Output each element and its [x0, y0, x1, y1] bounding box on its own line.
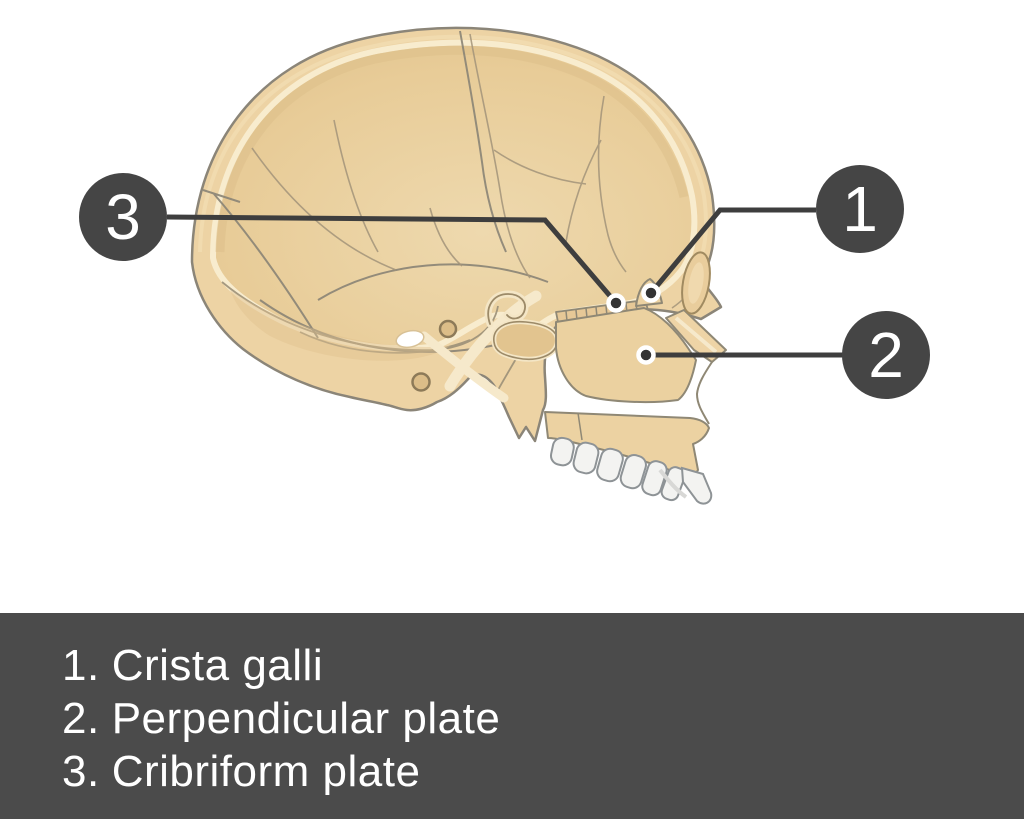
tooth-incisor [680, 466, 713, 505]
base-shading [230, 290, 450, 361]
sella-turcica-line [487, 293, 526, 325]
frontal-sinus-shape [681, 251, 711, 315]
outer-rim-highlight [198, 34, 708, 267]
legend-item-3: 3.Cribriform plate [62, 745, 1004, 798]
legend-item-2-label: Perpendicular plate [111, 694, 501, 743]
leader-lines [166, 207, 843, 358]
teeth-group [549, 436, 713, 505]
interior-shadow-band [215, 45, 689, 253]
teeth-shading [658, 468, 688, 499]
tooth [596, 447, 624, 483]
perpendicular-plate-shape [555, 307, 697, 404]
nasal-profile [695, 361, 713, 425]
legend-item-1-marker: 1. [62, 641, 100, 690]
tooth [572, 441, 600, 475]
foramen-lower [411, 372, 431, 392]
pointer-dot-2 [636, 345, 656, 365]
leader-line-3 [166, 214, 618, 305]
callout-1[interactable]: 1 [816, 165, 904, 253]
legend-item-1: 1.Crista galli [62, 639, 1004, 692]
callout-2[interactable]: 2 [842, 311, 930, 399]
legend-panel: 1.Crista galli 2.Perpendicular plate 3.C… [0, 613, 1024, 819]
tooth [549, 436, 575, 467]
legend-item-2-marker: 2. [62, 694, 100, 743]
pointer-dot-3 [606, 293, 626, 313]
occipital-foramen-oval [395, 329, 425, 349]
occipital-foramina [395, 319, 458, 392]
pointer-dots [606, 283, 661, 365]
callout-3-number: 3 [105, 181, 141, 253]
leader-line-1 [649, 207, 816, 295]
callout-3[interactable]: 3 [79, 173, 167, 261]
callout-1-number: 1 [842, 173, 878, 245]
tooth [619, 454, 647, 490]
legend-item-3-label: Cribriform plate [111, 747, 421, 796]
foramen-upper [438, 319, 458, 339]
legend-item-2: 2.Perpendicular plate [62, 692, 1004, 745]
callout-2-number: 2 [868, 319, 904, 391]
legend-item-3-marker: 3. [62, 747, 100, 796]
pointer-dot-1 [641, 283, 661, 303]
legend-item-1-label: Crista galli [111, 641, 324, 690]
meningeal-grooves [251, 33, 702, 309]
